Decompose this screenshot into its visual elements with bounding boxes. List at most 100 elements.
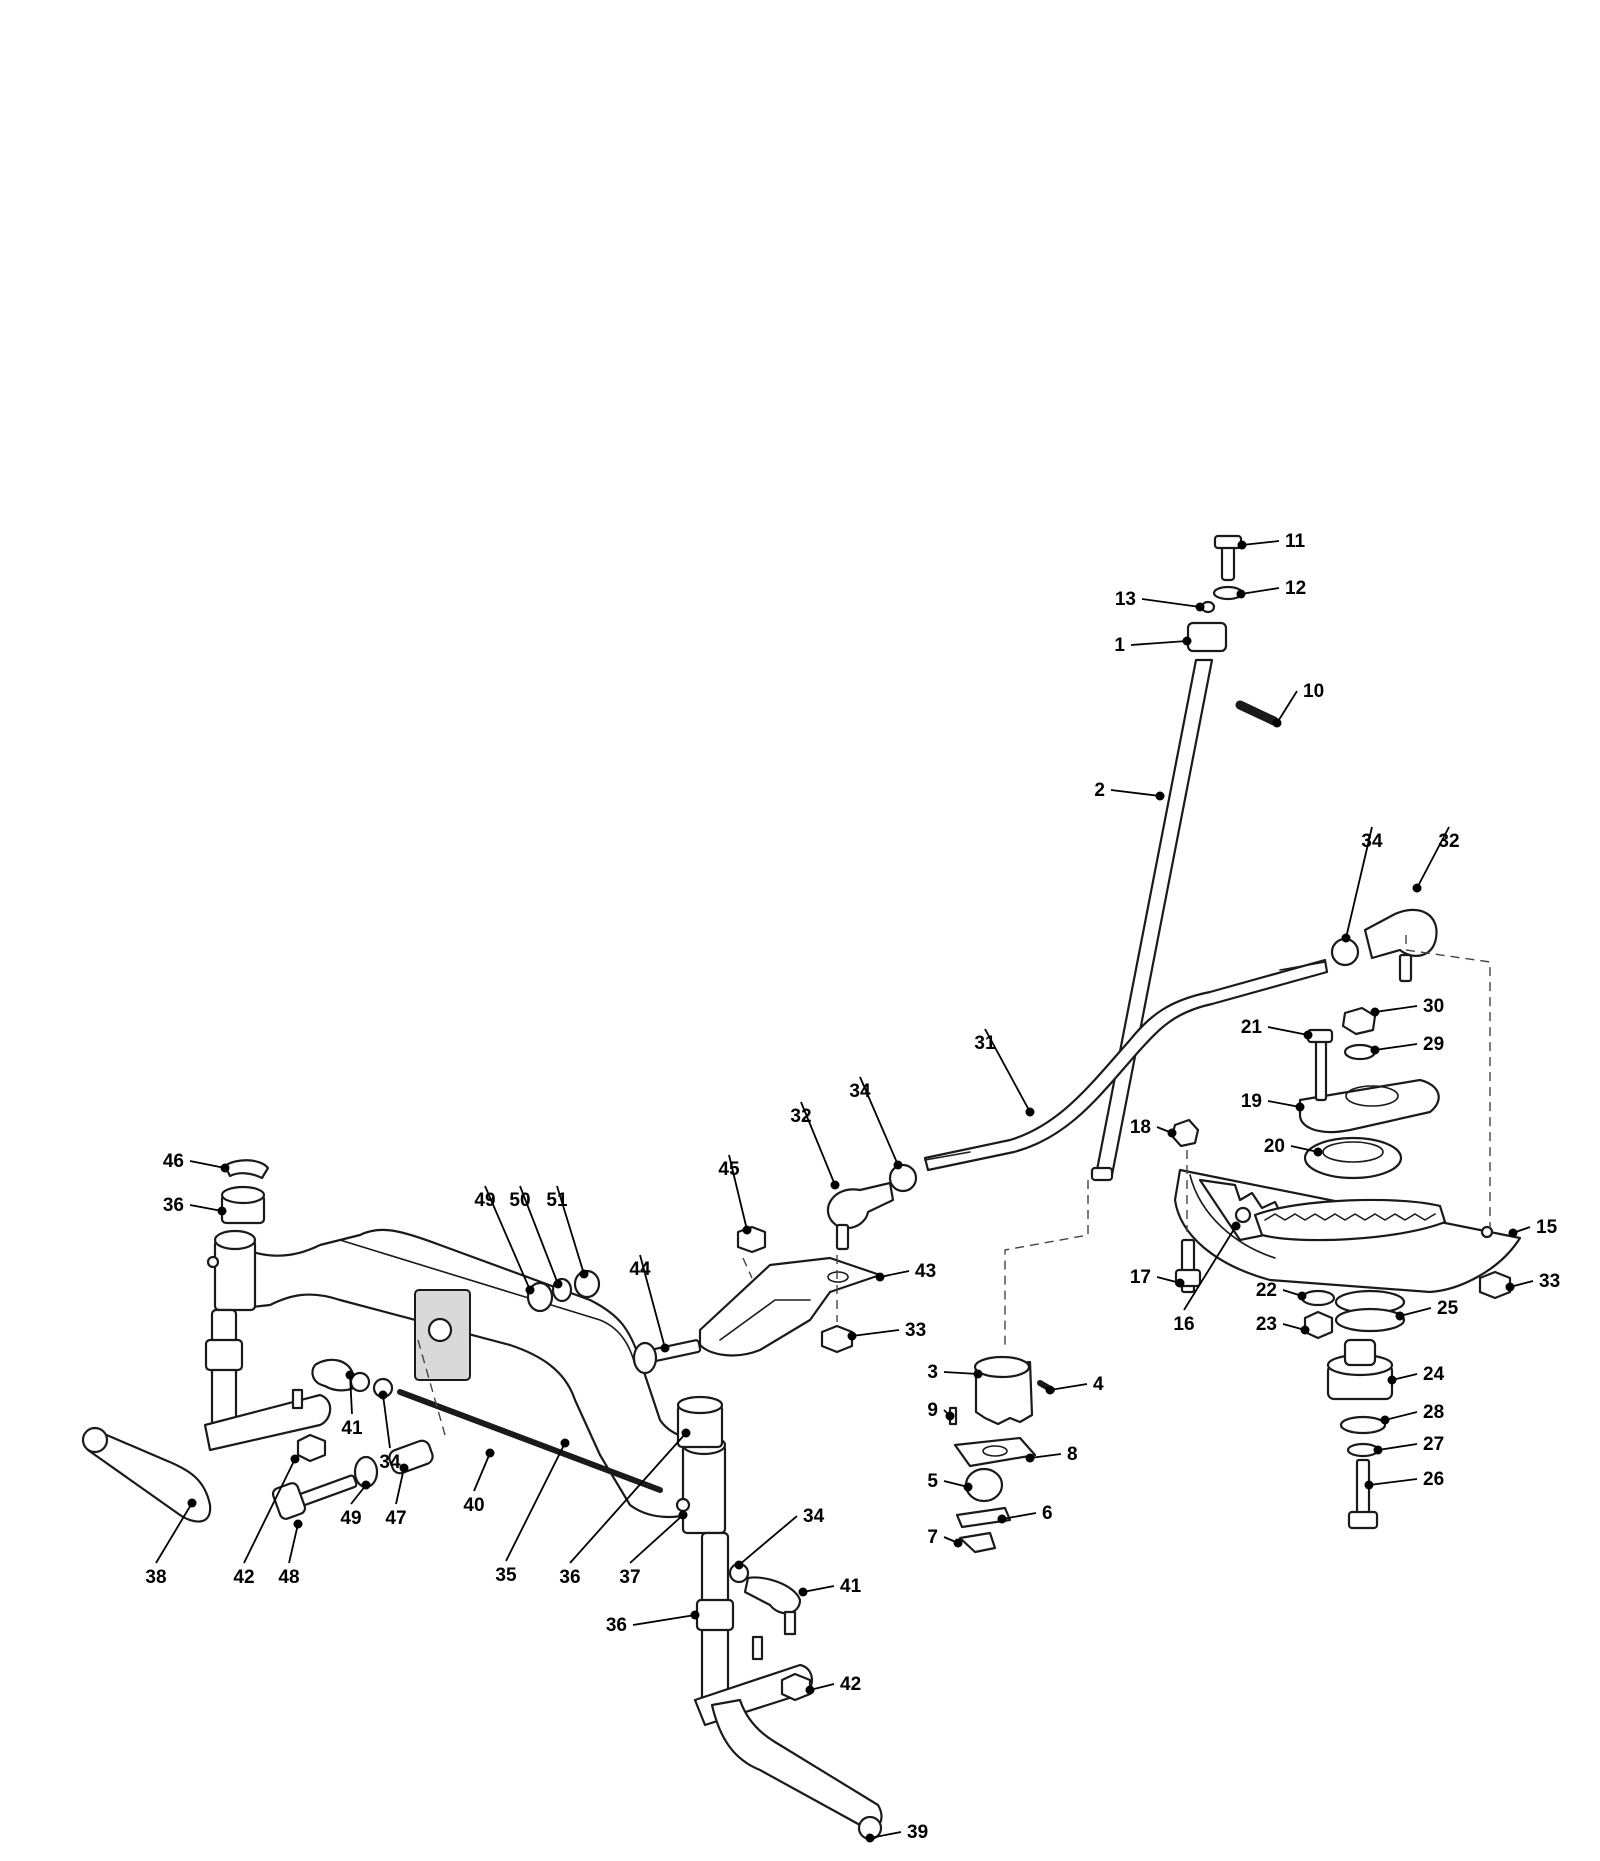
callout-number: 31 bbox=[974, 1033, 996, 1054]
callout-number: 1 bbox=[1114, 635, 1125, 656]
tie-rod bbox=[397, 1389, 663, 1493]
callout-dot bbox=[1175, 1278, 1185, 1288]
callout-number: 9 bbox=[927, 1400, 938, 1421]
callout-leader bbox=[639, 1254, 666, 1349]
callout-29: 29 bbox=[1370, 1034, 1444, 1055]
callout-dot bbox=[1364, 1480, 1374, 1490]
callout-dot bbox=[945, 1411, 955, 1421]
callout-26: 26 bbox=[1364, 1469, 1444, 1490]
flange-nut bbox=[1341, 1006, 1377, 1036]
callout-13: 13 bbox=[1115, 589, 1205, 612]
drag-link-nut-right bbox=[1330, 937, 1360, 967]
callout-number: 42 bbox=[233, 1567, 254, 1588]
callout-dot bbox=[973, 1369, 983, 1379]
bolt-44-head bbox=[632, 1341, 658, 1375]
callout-49: 49 bbox=[340, 1480, 371, 1529]
callout-34: 34 bbox=[849, 1076, 903, 1170]
callout-leader bbox=[632, 1614, 696, 1626]
steering-column bbox=[1090, 534, 1279, 1182]
column-bolt bbox=[1220, 542, 1236, 582]
callout-32: 32 bbox=[790, 1101, 840, 1190]
callout-dot bbox=[485, 1448, 495, 1458]
callout-dot bbox=[293, 1519, 303, 1529]
callout-leader bbox=[869, 1831, 902, 1839]
callout-leader bbox=[851, 1329, 900, 1337]
callout-number: 12 bbox=[1285, 578, 1306, 599]
left-stub-end bbox=[81, 1426, 109, 1454]
ball-joint-right bbox=[1363, 908, 1438, 960]
callout-35: 35 bbox=[495, 1438, 570, 1586]
callout-7: 7 bbox=[927, 1527, 963, 1548]
callout-number: 42 bbox=[840, 1674, 861, 1695]
callout-37: 37 bbox=[619, 1510, 688, 1588]
callout-number: 18 bbox=[1130, 1117, 1151, 1138]
callout-number: 20 bbox=[1264, 1136, 1285, 1157]
flange-washer bbox=[1343, 1043, 1377, 1061]
callout-number: 50 bbox=[509, 1190, 530, 1211]
callout-dot bbox=[290, 1454, 300, 1464]
callout-dot bbox=[847, 1331, 857, 1341]
callout-dot bbox=[1297, 1291, 1307, 1301]
callout-number: 34 bbox=[379, 1452, 401, 1473]
callout-9: 9 bbox=[927, 1400, 955, 1421]
callout-number: 29 bbox=[1423, 1034, 1444, 1055]
callout-dot bbox=[1300, 1325, 1310, 1335]
callout-leader bbox=[1130, 640, 1188, 646]
callout-6: 6 bbox=[997, 1503, 1053, 1524]
callout-dot bbox=[1045, 1385, 1055, 1395]
right-spindle-housing bbox=[681, 1443, 727, 1535]
sector-washer-22 bbox=[1300, 1289, 1336, 1307]
callout-number: 34 bbox=[849, 1081, 871, 1102]
callout-number: 34 bbox=[803, 1506, 825, 1527]
callout-1: 1 bbox=[1114, 635, 1192, 656]
callout-leader bbox=[728, 1154, 748, 1231]
left-spindle-housing bbox=[213, 1238, 257, 1312]
bushing-36-lower-right bbox=[695, 1598, 735, 1632]
callout-leader bbox=[1183, 1225, 1237, 1311]
callout-leader bbox=[1290, 1145, 1319, 1153]
callout-46: 46 bbox=[163, 1151, 230, 1173]
callout-leader bbox=[1374, 1043, 1418, 1051]
callout-number: 49 bbox=[474, 1190, 495, 1211]
grease-nipple-right bbox=[675, 1497, 691, 1513]
callout-dot bbox=[742, 1225, 752, 1235]
callout-dot bbox=[1025, 1107, 1035, 1117]
callout-leader bbox=[1377, 1443, 1418, 1451]
callout-11: 11 bbox=[1237, 531, 1306, 552]
grease-nipple-left bbox=[206, 1255, 220, 1269]
callout-leader bbox=[1276, 690, 1298, 724]
callout-leader bbox=[1029, 1453, 1062, 1459]
callout-number: 51 bbox=[546, 1190, 568, 1211]
pinion-gear bbox=[974, 1360, 1034, 1426]
callout-dot bbox=[187, 1498, 197, 1508]
callout-leader bbox=[569, 1432, 687, 1564]
callout-33: 33 bbox=[847, 1320, 926, 1341]
callout-number: 5 bbox=[927, 1471, 938, 1492]
callout-dot bbox=[361, 1480, 371, 1490]
callout-15: 15 bbox=[1508, 1217, 1558, 1238]
callout-number: 38 bbox=[145, 1567, 166, 1588]
callout-leader bbox=[243, 1458, 296, 1564]
rod-end-right-stud bbox=[783, 1610, 797, 1636]
callout-28: 28 bbox=[1380, 1402, 1444, 1425]
callout-number: 34 bbox=[1361, 831, 1383, 852]
axle-pivot-hole bbox=[427, 1317, 453, 1343]
callout-dot bbox=[997, 1514, 1007, 1524]
spacer-25b bbox=[1334, 1307, 1406, 1333]
callout-number: 36 bbox=[606, 1615, 627, 1636]
callout-33: 33 bbox=[1505, 1271, 1560, 1292]
callout-40: 40 bbox=[463, 1448, 495, 1516]
callout-dot bbox=[1272, 718, 1282, 728]
callout-49: 49 bbox=[474, 1185, 535, 1295]
callout-dot bbox=[734, 1560, 744, 1570]
left-spindle bbox=[81, 1308, 332, 1523]
callout-dot bbox=[893, 1160, 903, 1170]
callout-dot bbox=[875, 1272, 885, 1282]
callout-number: 37 bbox=[619, 1567, 640, 1588]
callout-dot bbox=[953, 1538, 963, 1548]
callout-36: 36 bbox=[559, 1428, 691, 1588]
callout-number: 44 bbox=[629, 1259, 651, 1280]
callout-39: 39 bbox=[865, 1822, 928, 1843]
column-base-parts bbox=[948, 1355, 1055, 1554]
callout-leader bbox=[382, 1394, 391, 1449]
